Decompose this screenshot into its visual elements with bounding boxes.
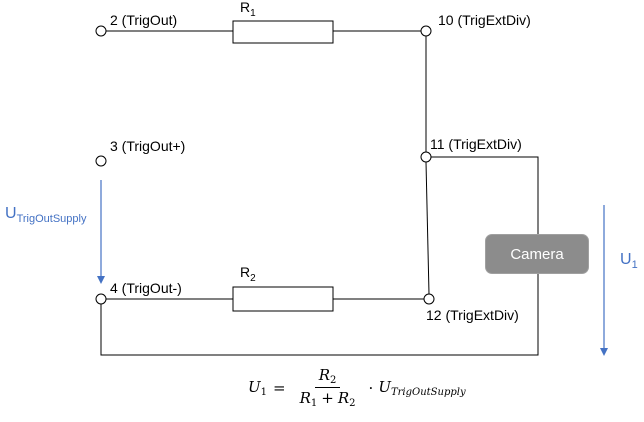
formula-dot: · — [368, 378, 374, 397]
formula-lhs: U1 — [248, 377, 268, 398]
terminal-2-label: 2 (TrigOut) — [110, 12, 178, 28]
terminal-11-label: 11 (TrigExtDiv) — [430, 136, 522, 152]
formula-rhs: UTrigOutSupply — [378, 377, 466, 398]
supply-voltage-label: UTrigOutSupply — [5, 205, 87, 226]
terminal-4-label: 4 (TrigOut-) — [110, 280, 182, 296]
wire-t11-camera — [431, 156, 539, 234]
terminal-10 — [420, 25, 432, 37]
formula-fraction: R2 R1+R2 — [296, 366, 360, 409]
resistor-r2 — [232, 286, 334, 312]
resistor-r2-label: R2 — [240, 264, 256, 284]
terminal-12 — [423, 293, 435, 305]
resistor-r1 — [232, 20, 334, 44]
resistor-r1-label: R1 — [240, 0, 256, 19]
terminal-3-label: 3 (TrigOut+) — [110, 138, 186, 154]
terminal-11 — [420, 151, 432, 163]
terminal-2 — [95, 25, 107, 37]
voltage-divider-formula: U1 = R2 R1+R2 · UTrigOutSupply — [248, 366, 466, 409]
wire-t11-t12 — [425, 161, 430, 295]
terminal-3 — [95, 155, 107, 167]
wire-camera-return — [100, 274, 539, 356]
terminal-10-label: 10 (TrigExtDiv) — [438, 12, 531, 28]
camera-label: Camera — [510, 245, 564, 263]
u1-voltage-label: U1 — [620, 251, 638, 272]
camera-box: Camera — [485, 234, 589, 274]
terminal-4 — [95, 293, 107, 305]
formula-equals: = — [273, 378, 286, 397]
formula-denominator: R1+R2 — [299, 389, 356, 409]
terminal-12-label: 12 (TrigExtDiv) — [426, 307, 519, 323]
formula-numerator: R2 — [314, 366, 341, 388]
